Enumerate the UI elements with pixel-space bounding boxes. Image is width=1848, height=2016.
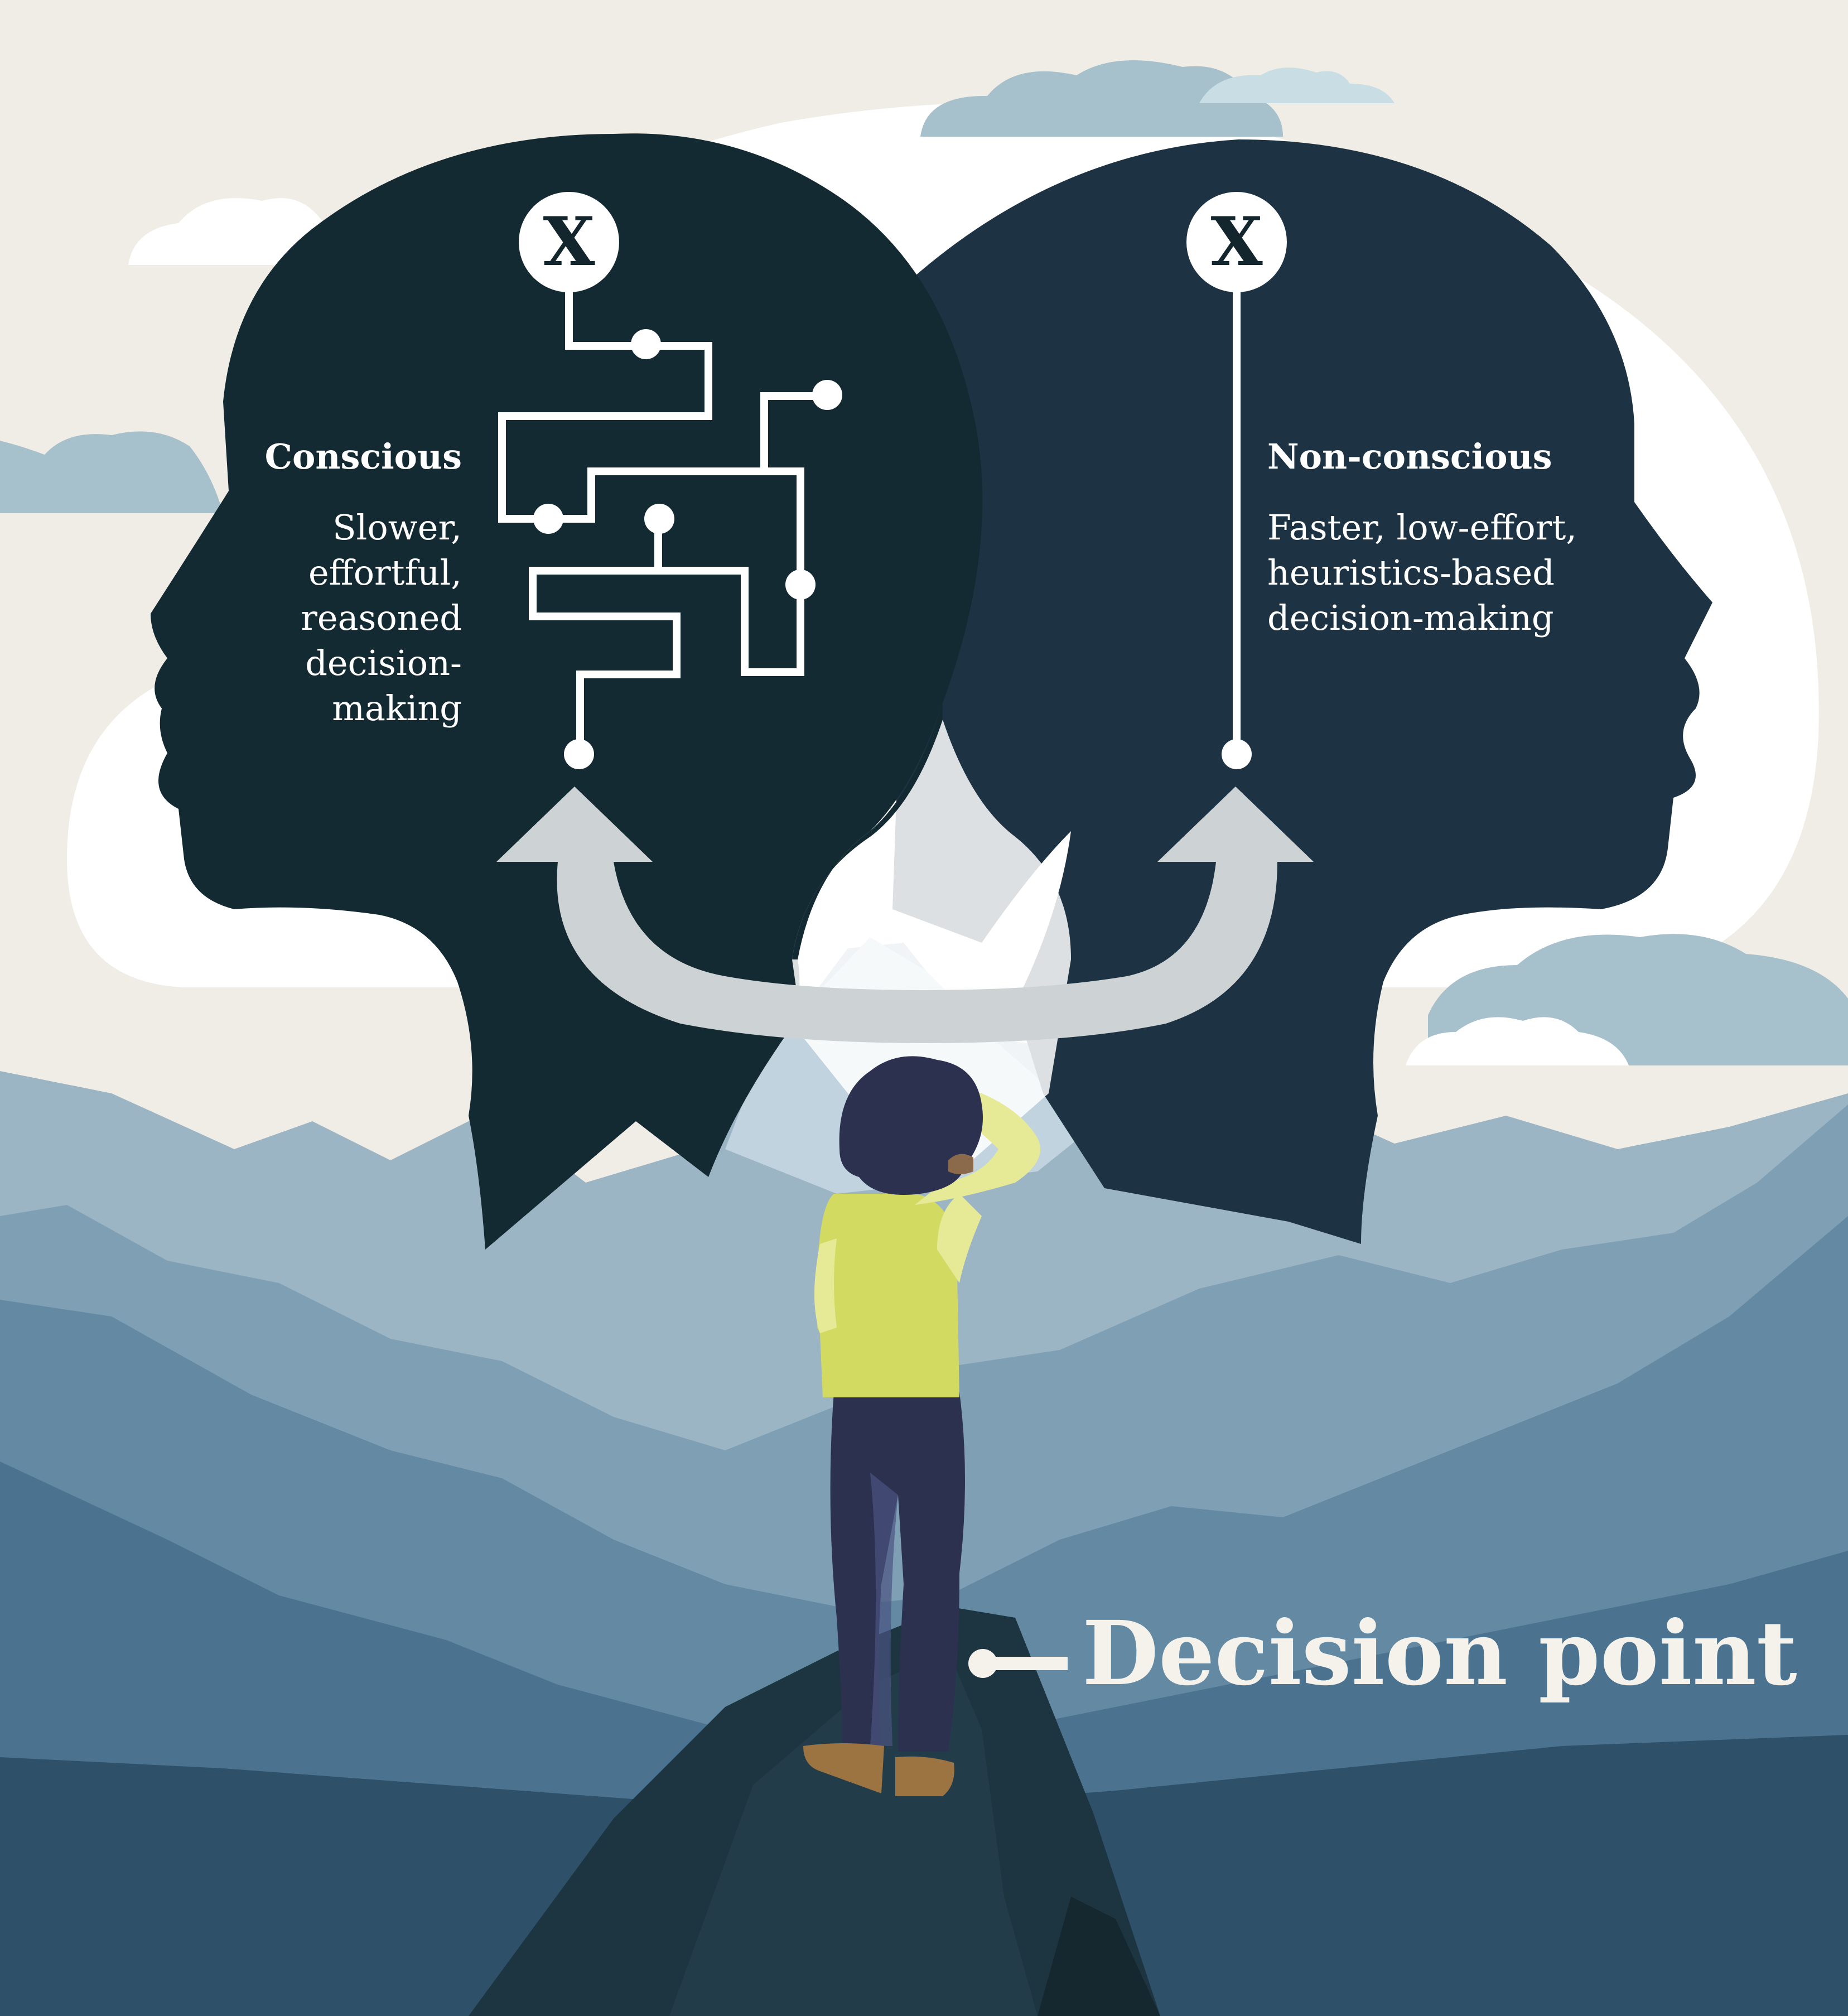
right-target-node-circle — [1186, 192, 1287, 292]
nonconscious-description-line: decision-making — [1267, 597, 1554, 638]
decision-point-label: Decision point — [1082, 1602, 1797, 1705]
conscious-description-line: making — [332, 688, 462, 729]
cloud-top-right — [920, 60, 1395, 137]
cloud-right — [1406, 934, 1848, 1065]
forked-arrow — [496, 787, 1314, 1043]
nonconscious-description-line: heuristics-based — [1267, 552, 1555, 593]
decision-point-connector — [968, 1649, 1068, 1678]
right-target-node: X — [1210, 202, 1263, 281]
conscious-heading: Conscious — [264, 436, 462, 477]
person — [803, 1056, 1040, 1796]
conscious-description-line: Slower, — [332, 507, 462, 548]
nonconscious-line — [1222, 290, 1252, 769]
conscious-description-line: reasoned — [301, 597, 462, 638]
nonconscious-description: Faster, low-effort, heuristics-based dec… — [1267, 505, 1577, 640]
conscious-description: Slower, effortful, reasoned decision- ma… — [301, 505, 462, 731]
conscious-circuit-nodes — [533, 329, 842, 769]
left-target-node-circle — [519, 192, 619, 292]
nonconscious-heading: Non-conscious — [1267, 436, 1552, 477]
light-beam — [792, 720, 1071, 1171]
left-target-node: X — [543, 202, 595, 281]
nonconscious-description-line: Faster, low-effort, — [1267, 507, 1577, 548]
head-right-nonconscious — [892, 139, 1712, 1244]
head-left-conscious — [151, 133, 983, 1250]
conscious-description-line: decision- — [305, 643, 462, 683]
cloud-left — [0, 431, 223, 513]
conscious-description-line: effortful, — [308, 552, 462, 593]
